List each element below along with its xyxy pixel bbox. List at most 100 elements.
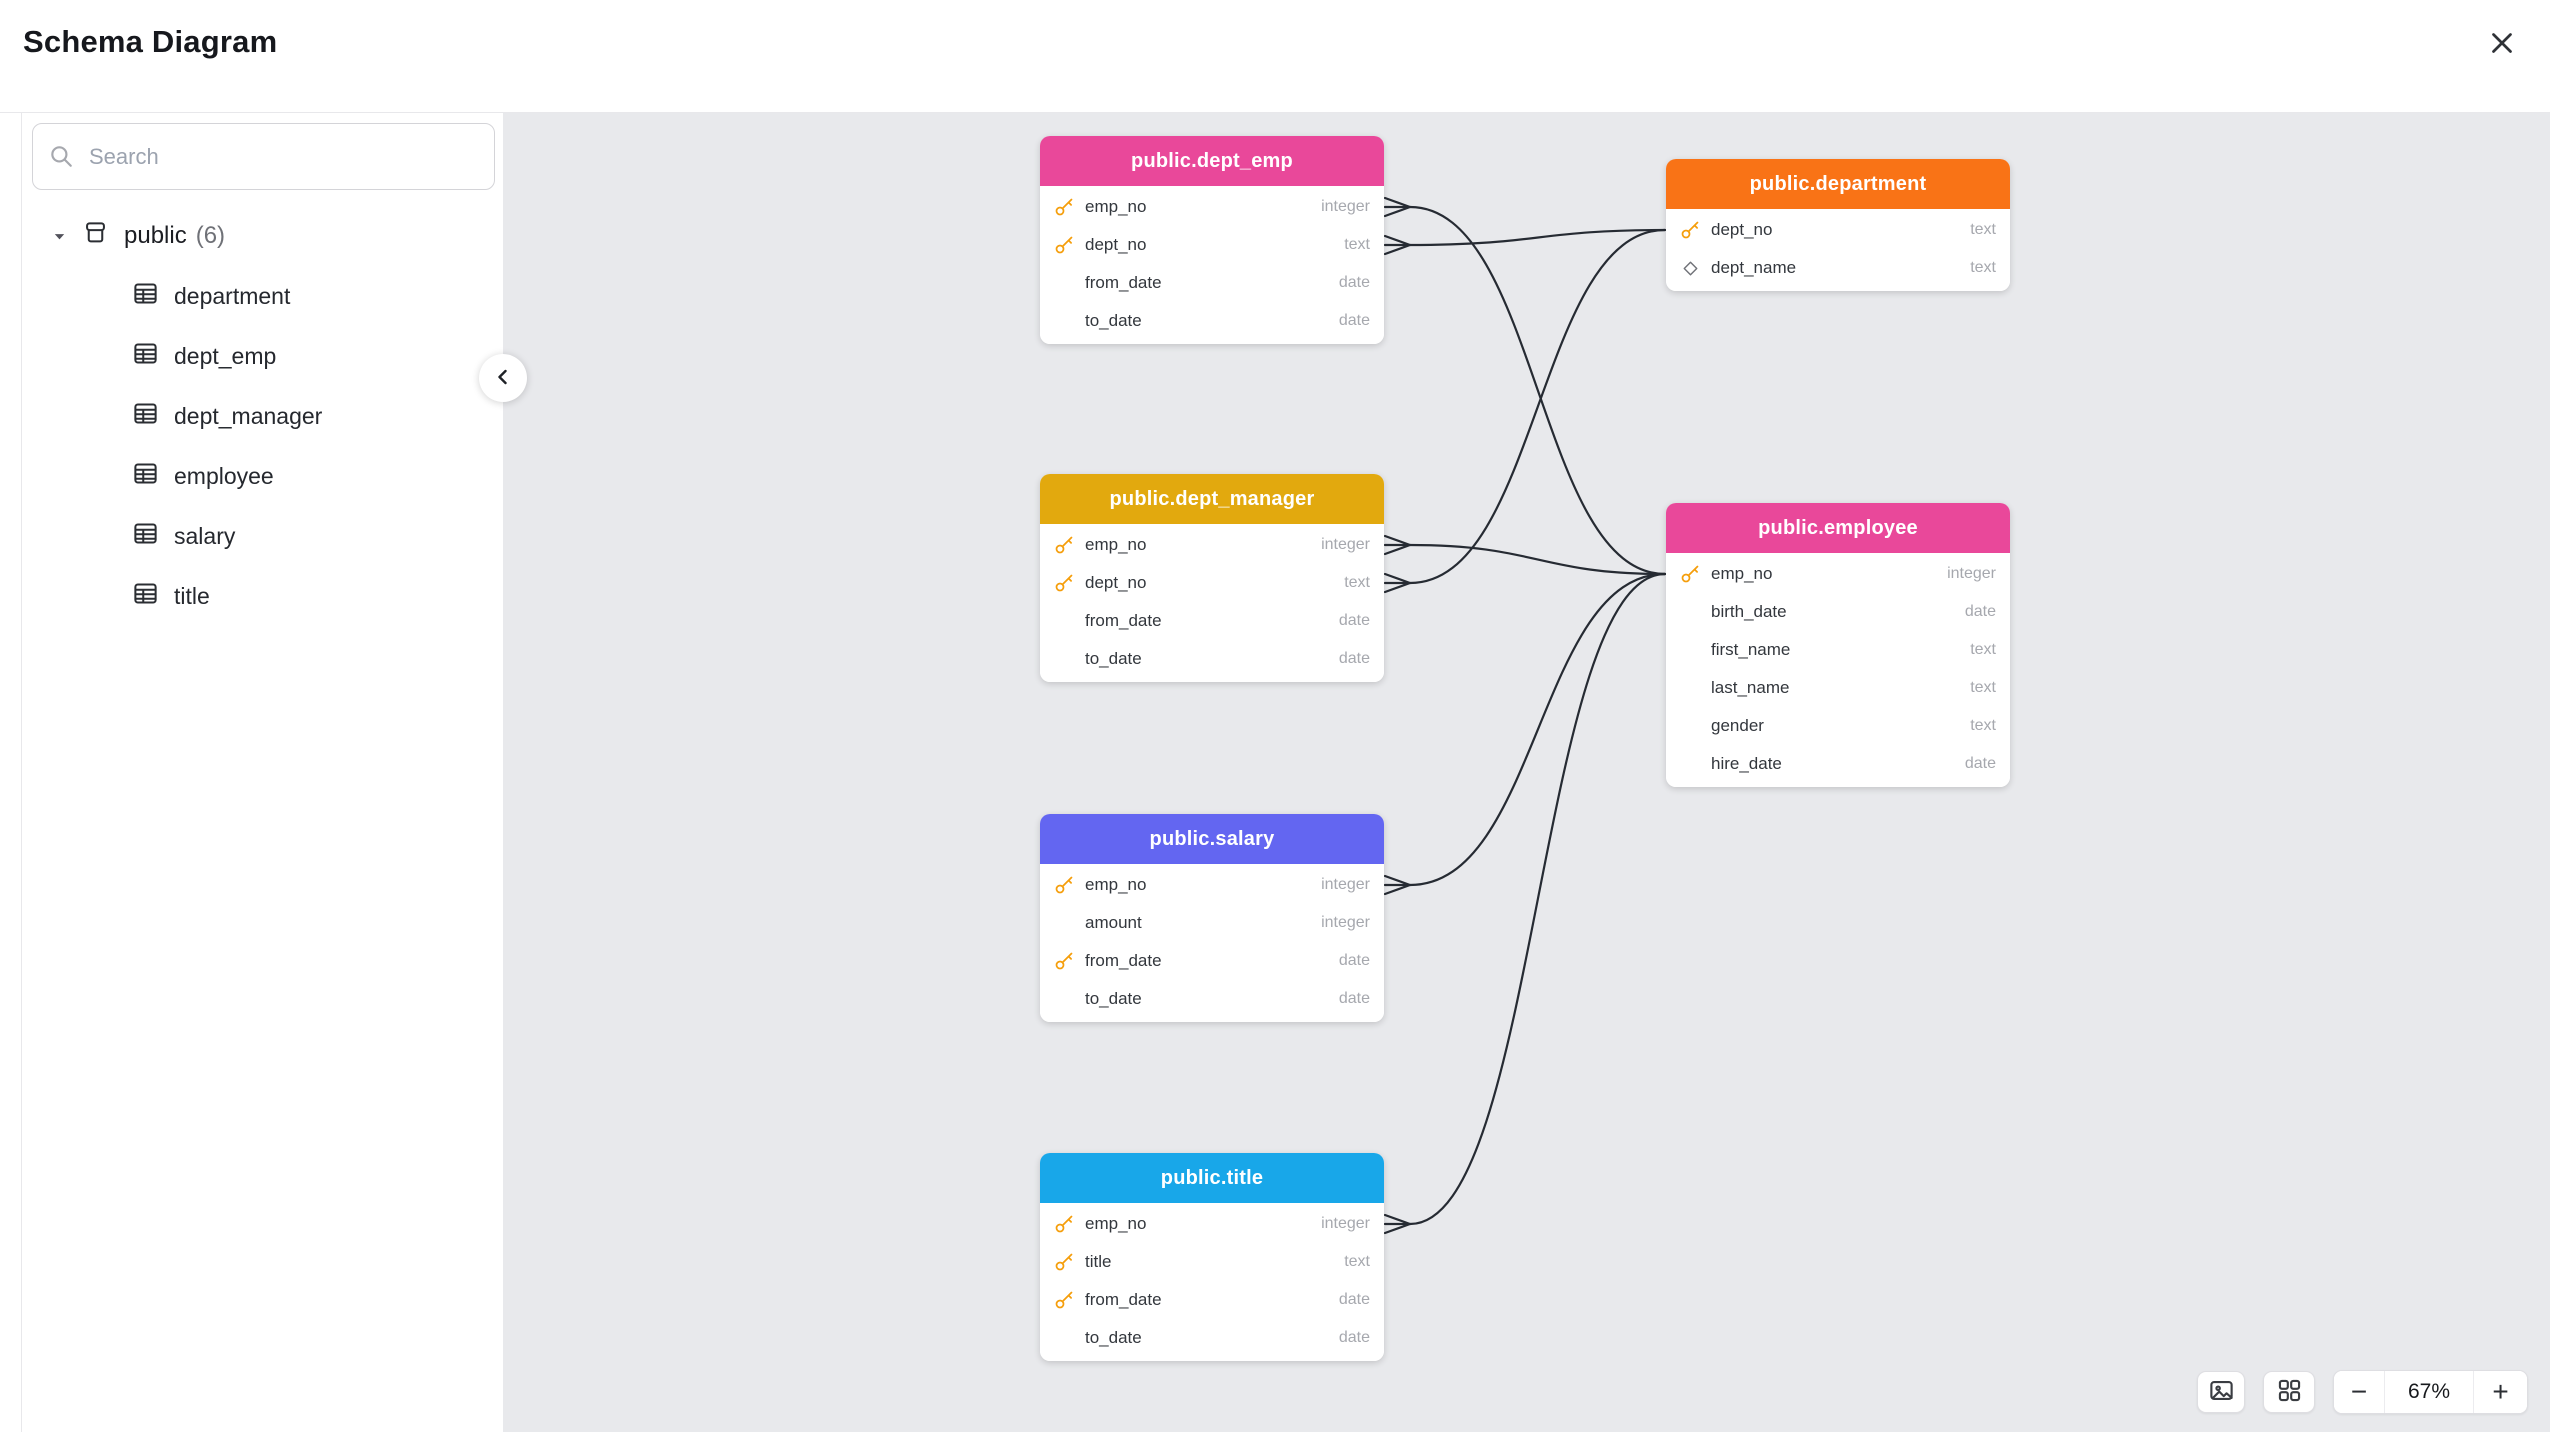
column-icon-empty (1052, 1326, 1076, 1350)
tree-schema-public[interactable]: public (6) (22, 206, 503, 266)
primary-key-icon (1678, 562, 1702, 586)
table-node-header[interactable]: public.department (1666, 159, 2010, 209)
primary-key-icon (1052, 1212, 1076, 1236)
relationship-edge-salary.emp_no-to-employee.emp_no (1408, 572, 1667, 887)
relationship-edge-salary.emp_no-to-employee.emp_no (1383, 874, 1412, 896)
tree-items: department dept_emp dept_manager employe… (22, 266, 503, 626)
column-icon-empty (1052, 309, 1076, 333)
column-name: emp_no (1085, 535, 1147, 554)
edges-layer (1383, 196, 1667, 1235)
column-row-title-title[interactable]: title text (1040, 1243, 1384, 1281)
column-name: amount (1085, 913, 1142, 932)
column-type: date (1338, 312, 1370, 329)
caret-down-icon (52, 229, 67, 244)
relationship-edge-dept_manager.emp_no-to-employee.emp_no (1383, 534, 1412, 556)
column-type: integer (1321, 914, 1370, 931)
column-name: from_date (1085, 611, 1162, 630)
table-node-header[interactable]: public.dept_manager (1040, 474, 1384, 524)
zoom-control: − 67% + (2333, 1370, 2528, 1414)
search-input[interactable] (32, 123, 495, 190)
column-row-dept_emp-from_date[interactable]: from_date date (1040, 264, 1384, 302)
table-item-label: dept_emp (174, 342, 277, 369)
column-type: text (1344, 574, 1370, 591)
image-icon (2208, 1377, 2235, 1407)
table-item-label: department (174, 282, 291, 309)
table-item-label: title (174, 582, 210, 609)
column-name: title (1085, 1252, 1112, 1271)
column-icon-empty (1052, 271, 1076, 295)
tree-table-item-employee[interactable]: employee (22, 446, 503, 506)
column-type: integer (1321, 536, 1370, 553)
column-name: emp_no (1085, 1214, 1147, 1233)
relationship-edge-dept_emp.dept_no-to-department.dept_no (1383, 234, 1412, 256)
table-node-header[interactable]: public.title (1040, 1153, 1384, 1203)
column-row-dept_manager-emp_no[interactable]: emp_no integer (1040, 526, 1384, 564)
tree-table-item-dept_manager[interactable]: dept_manager (22, 386, 503, 446)
column-type: date (1338, 274, 1370, 291)
tree-table-item-department[interactable]: department (22, 266, 503, 326)
relationship-edge-title.emp_no-to-employee.emp_no (1408, 572, 1667, 1226)
column-type: text (1344, 1253, 1370, 1270)
page-title: Schema Diagram (23, 24, 278, 59)
table-node-header[interactable]: public.salary (1040, 814, 1384, 864)
close-button[interactable] (2480, 22, 2524, 66)
column-row-salary-amount[interactable]: amount integer (1040, 904, 1384, 942)
relationship-edge-dept_emp.emp_no-to-employee.emp_no (1383, 196, 1412, 218)
column-icon-empty (1678, 676, 1702, 700)
column-name: hire_date (1711, 754, 1782, 773)
table-icon (132, 580, 159, 612)
table-item-label: employee (174, 462, 274, 489)
column-type: text (1970, 641, 1996, 658)
column-row-dept_emp-to_date[interactable]: to_date date (1040, 302, 1384, 340)
tree-table-item-dept_emp[interactable]: dept_emp (22, 326, 503, 386)
relationship-edge-dept_manager.dept_no-to-department.dept_no (1383, 572, 1412, 594)
auto-layout-button[interactable] (2263, 1371, 2315, 1413)
column-icon-empty (1678, 600, 1702, 624)
sidebar: public (6) department dept_emp dept_mana… (21, 113, 504, 1432)
zoom-in-button[interactable]: + (2474, 1371, 2527, 1413)
export-image-button[interactable] (2197, 1371, 2245, 1413)
column-type: date (1964, 603, 1996, 620)
table-node-header[interactable]: public.employee (1666, 503, 2010, 553)
column-name: dept_no (1711, 220, 1773, 239)
column-type: integer (1947, 565, 1996, 582)
tree-table-item-salary[interactable]: salary (22, 506, 503, 566)
column-name: to_date (1085, 311, 1142, 330)
schema-icon (82, 220, 109, 252)
column-name: from_date (1085, 273, 1162, 292)
table-node-title: public.dept_emp (1131, 149, 1293, 172)
zoom-out-button[interactable]: − (2334, 1371, 2384, 1413)
tree-table-item-title[interactable]: title (22, 566, 503, 626)
collapse-sidebar-button[interactable] (479, 354, 527, 402)
table-node-header[interactable]: public.dept_emp (1040, 136, 1384, 186)
table-node-dept_manager[interactable]: public.dept_manager emp_no integer dept_no… (1040, 474, 1384, 682)
